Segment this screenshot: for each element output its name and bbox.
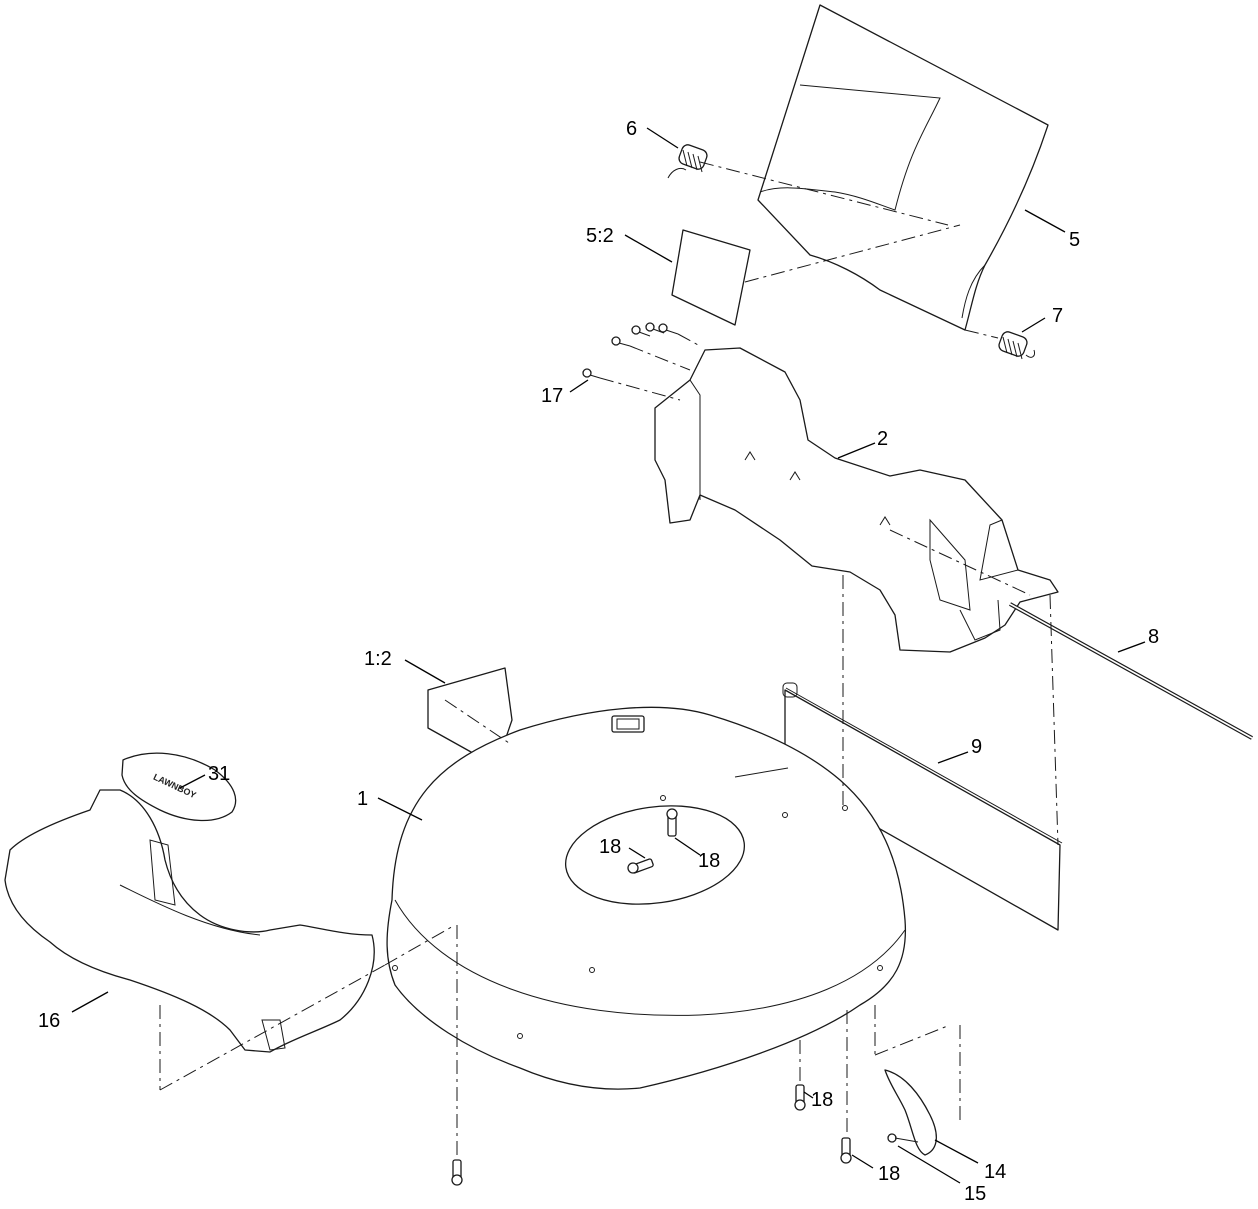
grip-part-31: LAWNBOY bbox=[121, 752, 237, 822]
callout-18-b: 18 bbox=[698, 850, 720, 872]
callout-labels: 6 5 5:2 7 17 2 8 1:2 9 31 1 18 18 16 18 … bbox=[38, 118, 1159, 1205]
callout-8: 8 bbox=[1148, 626, 1159, 648]
callout-15: 15 bbox=[964, 1183, 986, 1205]
callout-14: 14 bbox=[984, 1161, 1006, 1183]
callout-leaders bbox=[71, 127, 1146, 1184]
assembly-lines bbox=[159, 161, 1059, 1158]
rod-part-8 bbox=[1009, 602, 1253, 740]
callout-1-2: 1:2 bbox=[364, 648, 392, 670]
bolts-part-17 bbox=[582, 322, 679, 379]
callout-18-d: 18 bbox=[878, 1163, 900, 1185]
callout-17: 17 bbox=[541, 385, 563, 407]
spring-part-7 bbox=[998, 331, 1035, 360]
rear-door-part-5 bbox=[757, 4, 1049, 331]
callout-16: 16 bbox=[38, 1010, 60, 1032]
deck-part-1 bbox=[386, 706, 907, 1090]
callout-2: 2 bbox=[877, 428, 888, 450]
callout-6: 6 bbox=[626, 118, 637, 140]
bumper-part-16 bbox=[4, 789, 375, 1090]
lever-part-14 bbox=[884, 1069, 937, 1156]
decal-part-5-2 bbox=[671, 229, 751, 326]
callout-31: 31 bbox=[208, 763, 230, 785]
callout-1: 1 bbox=[357, 788, 368, 810]
callout-7: 7 bbox=[1052, 305, 1063, 327]
callout-18-a: 18 bbox=[599, 836, 621, 858]
bolt-part-15 bbox=[887, 1133, 919, 1143]
spring-part-6 bbox=[667, 144, 708, 179]
callout-5: 5 bbox=[1069, 229, 1080, 251]
callout-9: 9 bbox=[971, 736, 982, 758]
callout-18-c: 18 bbox=[811, 1089, 833, 1111]
callout-5-2: 5:2 bbox=[586, 225, 614, 247]
bolts-part-18 bbox=[451, 808, 852, 1186]
rear-frame-part-2 bbox=[654, 347, 1059, 653]
